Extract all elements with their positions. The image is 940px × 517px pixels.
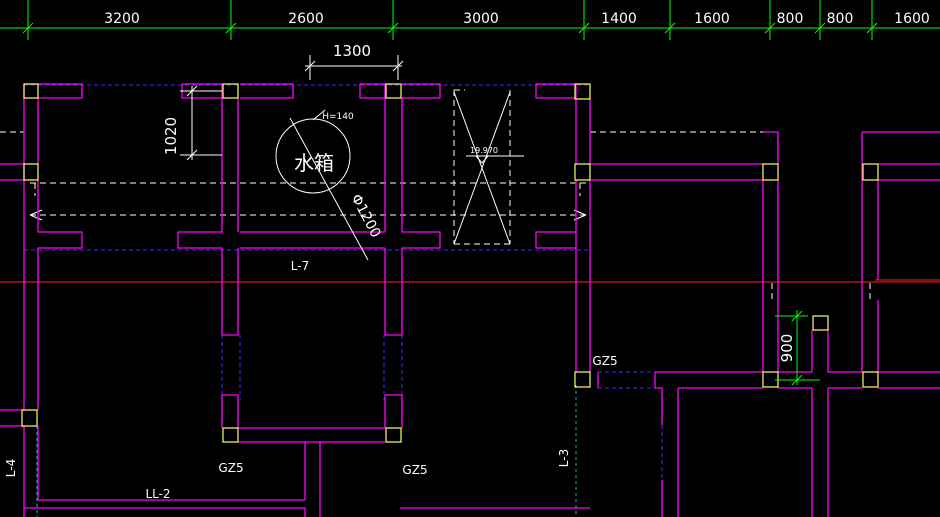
dim-1300-label: 1300: [333, 42, 371, 60]
column-marker: [762, 163, 779, 181]
dimension-1020: [180, 85, 222, 161]
dim-label-8: 1600: [894, 11, 930, 27]
dim-1020-label: 1020: [162, 117, 180, 155]
columns: [21, 83, 879, 443]
column-marker: [812, 315, 829, 331]
white-dashed-lines: [0, 89, 940, 300]
elevation-label: 19.970: [470, 146, 498, 155]
magenta-walls: [0, 83, 940, 517]
dimension-900: [775, 310, 820, 386]
white-solid-lines: [29, 91, 587, 245]
column-marker: [574, 83, 591, 100]
column-marker: [862, 371, 879, 388]
dim-label-7: 800: [827, 11, 854, 27]
dim-label-1: 3200: [104, 11, 140, 27]
column-marker: [23, 83, 39, 99]
column-marker: [23, 163, 39, 181]
column-gz5-label-c: GZ5: [592, 354, 617, 368]
column-marker: [222, 427, 239, 443]
column-marker: [574, 371, 591, 388]
beam-l3-label: L-3: [557, 449, 571, 467]
column-marker: [222, 83, 239, 99]
column-marker: [385, 83, 402, 99]
dimension-1300: [304, 55, 404, 80]
cyan-dashed-lines: [36, 385, 577, 517]
elevation-marker: [466, 155, 524, 164]
tank-label: 水箱: [294, 151, 334, 175]
dim-900-label: 900: [778, 334, 796, 363]
dim-label-6: 800: [777, 11, 804, 27]
column-marker: [574, 163, 591, 181]
column-marker: [862, 163, 879, 181]
beam-l7-label: L-7: [291, 259, 309, 273]
water-tank: [275, 109, 369, 261]
dim-label-4: 1400: [601, 11, 637, 27]
column-marker: [21, 409, 38, 427]
beam-ll2-label: LL-2: [145, 487, 170, 501]
beam-l4-label: L-4: [4, 459, 18, 477]
dim-label-3: 3000: [463, 11, 499, 27]
column-gz5-label-b: GZ5: [402, 463, 427, 477]
dim-label-2: 2600: [288, 11, 324, 27]
top-dimension-labels: 3200 2600 3000 1400 1600 800 800 1600: [104, 11, 930, 27]
column-gz5-label-a: GZ5: [218, 461, 243, 475]
top-dimension-chain: [0, 0, 940, 40]
tank-height-label: H=140: [322, 112, 354, 122]
column-marker: [385, 427, 402, 443]
dim-label-5: 1600: [694, 11, 730, 27]
